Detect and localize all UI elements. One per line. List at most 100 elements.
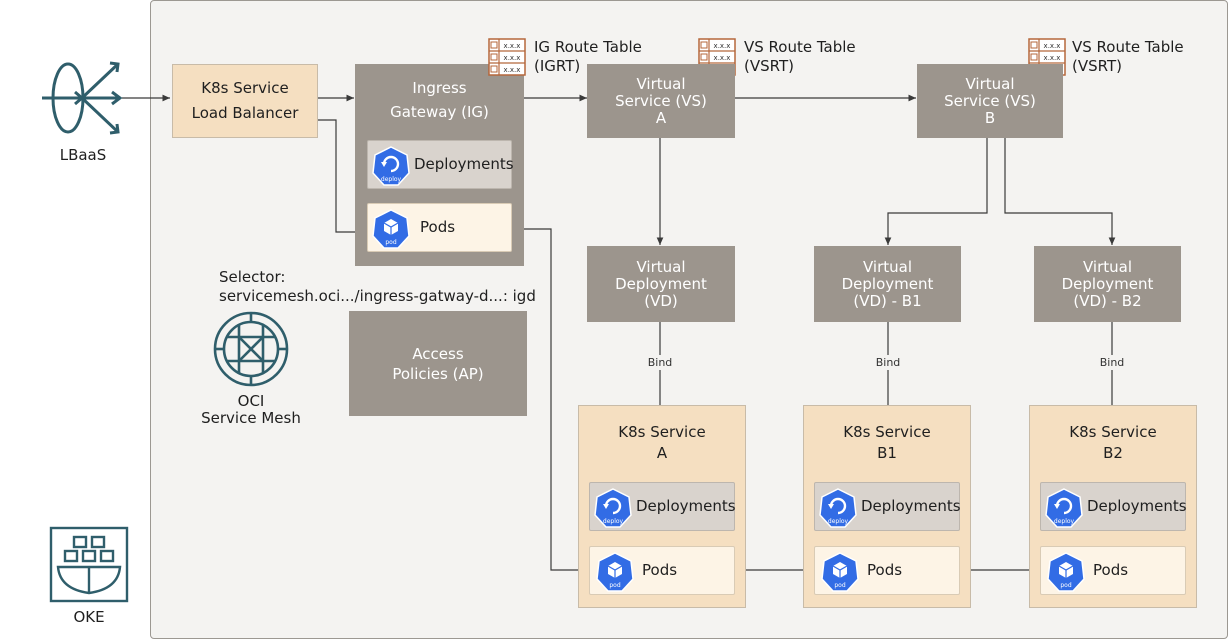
svg-text:deploy: deploy [381, 176, 402, 183]
pod-icon: pod [372, 209, 410, 249]
service-mesh-line2: Service Mesh [201, 409, 301, 427]
k8s-service-b1: K8s Service B1 deploy Deployments pod Po… [803, 405, 971, 608]
route-table-vs-b-line2: (VSRT) [1072, 57, 1122, 75]
access-policies-line1: Access [412, 344, 464, 363]
svc-b2-deployments: deploy Deployments [1040, 482, 1187, 531]
pod-icon: pod [1047, 552, 1085, 592]
svg-text:pod: pod [385, 239, 396, 246]
oke-label: OKE [73, 608, 105, 626]
svc-a-pods: pod Pods [589, 546, 735, 595]
vs-b-line1: Virtual [965, 74, 1015, 93]
line-igpods-to-poda [512, 228, 587, 571]
svg-text:x.x.x: x.x.x [714, 42, 731, 50]
pod-icon: pod [596, 552, 634, 592]
vs-a-line3: A [655, 108, 667, 127]
ingress-pods-label: Pods [420, 218, 456, 236]
selector-line1: Selector: [219, 268, 286, 286]
ingress-line1: Ingress [412, 79, 467, 97]
k8s-service-a: K8s Service A deploy Deployments pod Pod… [578, 405, 746, 608]
svc-a-pods-label: Pods [642, 561, 678, 579]
deploy-icon: deploy [372, 146, 410, 186]
svg-text:pod: pod [834, 582, 845, 589]
k8s-service-b2: K8s Service B2 deploy Deployments pod Po… [1029, 405, 1197, 608]
lbaas-icon [40, 58, 126, 138]
k8s-svc-b2-line1: K8s Service [1069, 423, 1157, 441]
k8s-svc-a-line2: A [656, 444, 668, 462]
svc-b1-pods: pod Pods [814, 546, 960, 595]
lbaas-label: LBaaS [59, 146, 107, 164]
bind-label-b1: Bind [873, 355, 903, 370]
route-table-ig-line1: IG Route Table [534, 38, 642, 56]
route-table-vs-b-line1: VS Route Table [1072, 38, 1184, 56]
selector-text: Selector: servicemesh.oci.../ingress-gat… [219, 268, 536, 306]
arrow-vsb-to-vdb1 [884, 138, 988, 245]
route-table-ig-line2: (IGRT) [534, 57, 581, 75]
vd-b2-line2: Deployment [1061, 274, 1154, 293]
svg-text:x.x.x: x.x.x [1044, 42, 1061, 50]
ingress-gateway: Ingress Gateway (IG) deploy Deployments … [355, 64, 524, 266]
vd-a-line1: Virtual [636, 257, 686, 276]
deploy-icon: deploy [594, 488, 632, 528]
vd-b1-line2: Deployment [841, 274, 934, 293]
pod-icon: pod [821, 552, 859, 592]
ingress-pods: pod Pods [367, 203, 512, 252]
svg-text:pod: pod [1060, 582, 1071, 589]
ingress-deployments: deploy Deployments [367, 140, 514, 189]
svg-text:x.x.x: x.x.x [1044, 54, 1061, 62]
virtual-deployment-b1: Virtual Deployment (VD) - B1 [814, 246, 961, 322]
route-table-icon: x.x.x x.x.x x.x.x [488, 38, 526, 76]
virtual-service-a: Virtual Service (VS) A [587, 64, 735, 138]
svg-text:x.x.x: x.x.x [504, 66, 521, 74]
selector-line2: servicemesh.oci.../ingress-gatway-d...: … [219, 287, 536, 305]
svg-text:deploy: deploy [603, 518, 624, 525]
vd-b2-line3: (VD) - B2 [1073, 291, 1142, 310]
arrow-vsb-to-vdb2 [1004, 138, 1116, 245]
virtual-service-b: Virtual Service (VS) B [917, 64, 1063, 138]
svc-a-deployments: deploy Deployments [589, 482, 736, 531]
access-policies: Access Policies (AP) [349, 311, 527, 416]
k8s-svc-a-line1: K8s Service [618, 423, 706, 441]
access-policies-line2: Policies (AP) [392, 364, 484, 383]
oke-icon [49, 526, 129, 603]
service-mesh-label: OCI Service Mesh [190, 393, 312, 427]
line-lb-to-pods [318, 119, 367, 233]
route-table-vs-a-line1: VS Route Table [744, 38, 856, 56]
k8s-lb-line2: Load Balancer [191, 104, 299, 122]
vs-b-line2: Service (VS) [944, 91, 1036, 110]
svc-b2-deployments-label: Deployments [1087, 497, 1187, 515]
svc-b2-pods: pod Pods [1040, 546, 1186, 595]
bind-label-b2: Bind [1097, 355, 1127, 370]
k8s-svc-b2-line2: B2 [1103, 444, 1123, 462]
route-table-vs-a-line2: (VSRT) [744, 57, 794, 75]
svc-b2-pods-label: Pods [1093, 561, 1129, 579]
svc-b1-pods-label: Pods [867, 561, 903, 579]
vd-a-line3: (VD) [644, 291, 678, 310]
ingress-deployments-label: Deployments [414, 155, 514, 173]
vs-a-line2: Service (VS) [615, 91, 707, 110]
service-mesh-icon [212, 310, 290, 388]
bind-label-a: Bind [645, 355, 675, 370]
vd-a-line2: Deployment [615, 274, 707, 293]
k8s-svc-b1-line2: B1 [877, 444, 897, 462]
svg-text:deploy: deploy [828, 518, 849, 525]
vs-a-line1: Virtual [636, 74, 686, 93]
vd-b2-line1: Virtual [1082, 257, 1132, 276]
svg-text:x.x.x: x.x.x [504, 42, 521, 50]
svg-text:x.x.x: x.x.x [504, 54, 521, 62]
virtual-deployment-b2: Virtual Deployment (VD) - B2 [1034, 246, 1181, 322]
svc-b1-deployments: deploy Deployments [814, 482, 961, 531]
deploy-icon: deploy [819, 488, 857, 528]
service-mesh-line1: OCI [237, 392, 265, 410]
vd-b1-line3: (VD) - B1 [853, 291, 922, 310]
svg-text:deploy: deploy [1054, 518, 1075, 525]
k8s-service-load-balancer: K8s Service Load Balancer [172, 64, 318, 138]
virtual-deployment-a: Virtual Deployment (VD) [587, 246, 735, 322]
svc-b1-deployments-label: Deployments [861, 497, 961, 515]
deploy-icon: deploy [1045, 488, 1083, 528]
svg-text:pod: pod [609, 582, 620, 589]
ingress-line2: Gateway (IG) [390, 103, 489, 121]
svc-a-deployments-label: Deployments [636, 497, 736, 515]
k8s-lb-line1: K8s Service [201, 79, 289, 97]
vd-b1-line1: Virtual [862, 257, 912, 276]
svg-text:x.x.x: x.x.x [714, 54, 731, 62]
